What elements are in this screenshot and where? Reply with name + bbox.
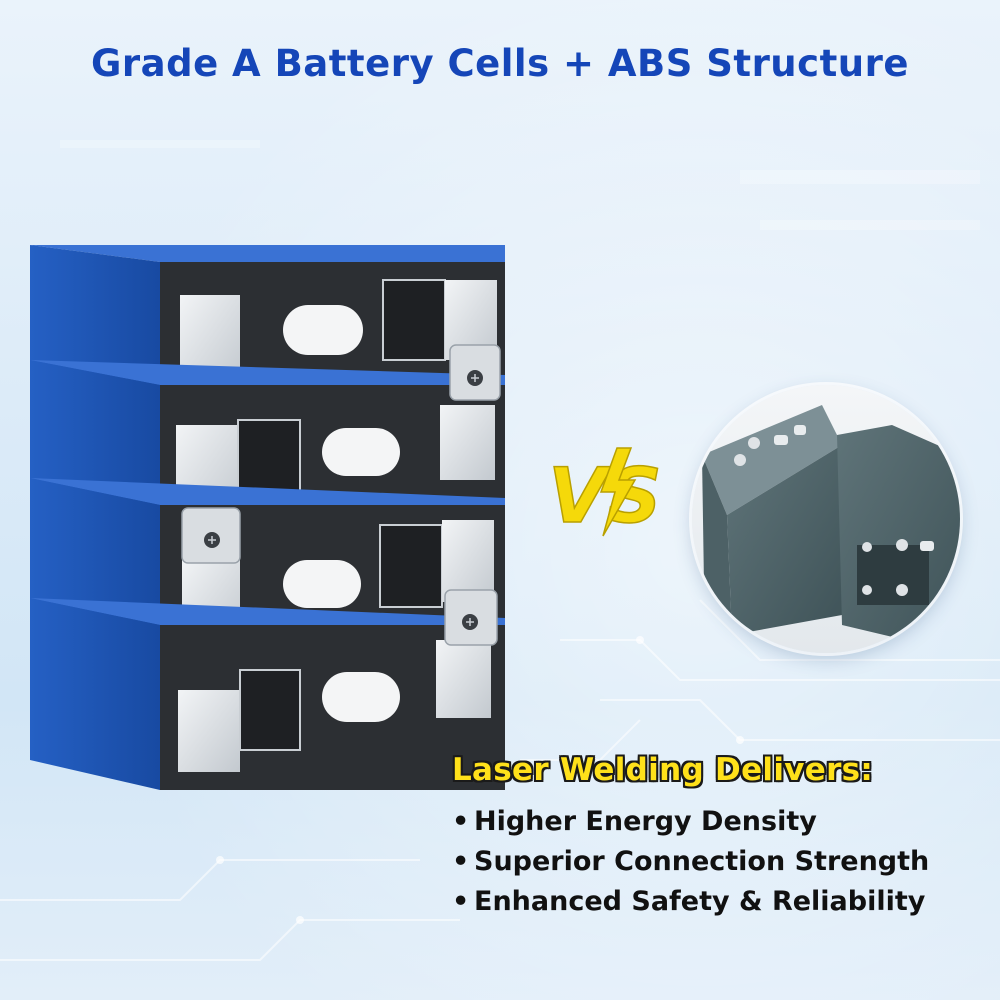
comparison-cell-photo [692,385,960,653]
benefit-item: •Enhanced Safety & Reliability [452,882,992,922]
benefits-section: Laser Welding Delivers: •Higher Energy D… [452,752,992,922]
benefit-text: Enhanced Safety & Reliability [474,886,926,917]
vs-text: VS [548,451,662,540]
benefit-text: Higher Energy Density [474,806,817,837]
bullet-icon: • [452,806,470,837]
bullet-icon: • [452,886,470,917]
vs-badge: VS [547,447,663,541]
benefit-text: Superior Connection Strength [474,846,930,877]
lightning-icon [599,447,637,537]
benefits-title: Laser Welding Delivers: [452,752,874,788]
page-headline: Grade A Battery Cells + ABS Structure [91,42,909,85]
bullet-icon: • [452,846,470,877]
benefit-item: •Higher Energy Density [452,802,992,842]
battery-cell-4 [30,598,505,790]
benefit-list: •Higher Energy Density •Superior Connect… [452,802,992,922]
bus-bar-connectors [181,344,501,646]
benefit-item: •Superior Connection Strength [452,842,992,882]
